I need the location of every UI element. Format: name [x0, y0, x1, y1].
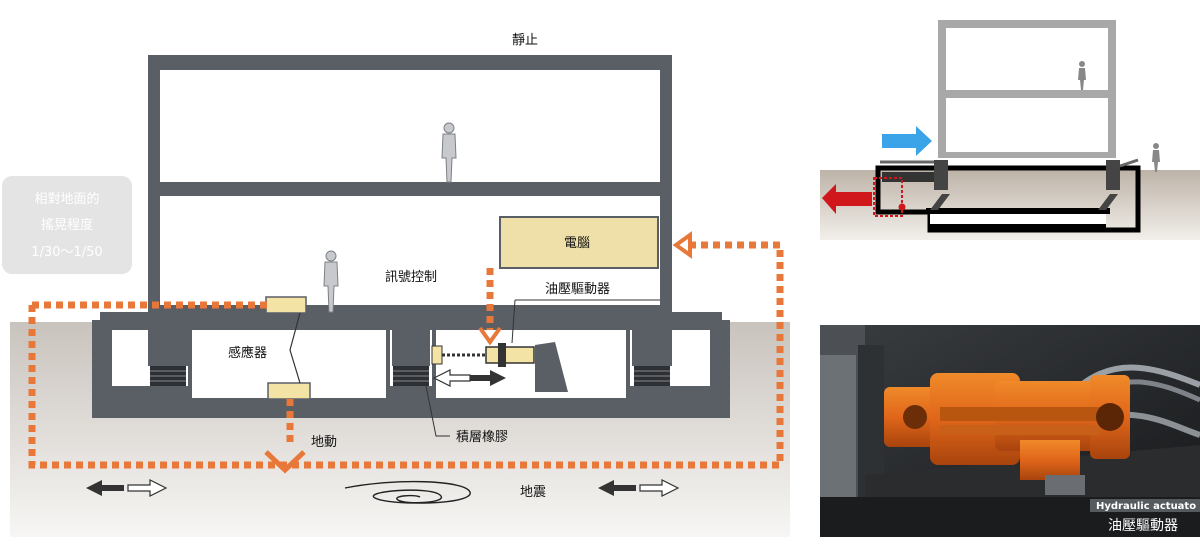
motion-arrow-right-solid	[470, 370, 506, 386]
sway-note-line3: 1/30～1/50	[31, 245, 102, 260]
sensor-lower	[267, 382, 311, 400]
mini-red-arrow	[822, 184, 872, 214]
rubber-bearing-left	[150, 366, 186, 386]
label-computer: 電腦	[564, 236, 590, 251]
mini-blue-arrow	[882, 126, 932, 156]
mini-sensor-dot	[898, 203, 906, 211]
label-signal-control: 訊號控制	[385, 270, 437, 285]
label-sensor: 感應器	[228, 345, 267, 361]
mini-bearing-right	[1106, 160, 1120, 190]
signal-path	[28, 241, 784, 469]
ground-arrow-right-outline-2	[639, 479, 680, 497]
ground-arrow-right-outline	[127, 479, 168, 497]
mini-diagram	[820, 20, 1200, 240]
sensor-upper	[265, 296, 307, 314]
reaction-wall	[535, 342, 568, 392]
ground-arrow-left-solid-2	[598, 480, 636, 496]
mini-signal-box	[873, 177, 903, 217]
sway-note-line2: 搖晃程度	[41, 217, 93, 233]
main-diagram: 靜止 相對地面的 搖晃程度 1/30～1/50 訊號控制 電腦 油壓驅動器 感應…	[2, 33, 790, 537]
hydraulic-actuator	[431, 299, 660, 367]
sway-note-line1: 相對地面的	[34, 191, 99, 207]
photo-actuator-body	[884, 373, 1130, 495]
person-lower-icon	[323, 250, 339, 313]
label-actuator: 油壓驅動器	[545, 282, 610, 297]
mini-actuator	[882, 172, 934, 182]
rubber-bearing-center	[393, 366, 429, 386]
mini-person-outside-icon	[1152, 143, 1160, 172]
label-earthquake: 地震	[520, 485, 546, 500]
mini-building	[938, 20, 1116, 158]
computer-box	[499, 216, 659, 269]
mini-bearing-left	[934, 160, 948, 190]
actuator-photo: Hydraulic actuato 油壓驅動器	[820, 325, 1200, 537]
rubber-bearing-right	[634, 366, 670, 386]
sensor-link-line	[289, 312, 301, 384]
mini-person-inside-icon	[1078, 61, 1086, 90]
sway-note-box	[2, 176, 132, 274]
person-upper-icon	[441, 122, 457, 183]
caption-chinese: 油壓驅動器	[1108, 518, 1178, 534]
label-still: 靜止	[512, 33, 538, 48]
caption-english: Hydraulic actuato	[1096, 501, 1196, 512]
earthquake-spiral-icon	[344, 480, 471, 504]
label-laminated-rubber: 積層橡膠	[456, 430, 508, 445]
building-frame	[148, 55, 672, 318]
label-ground-motion: 地動	[311, 435, 337, 450]
signal-arrow-to-actuator	[478, 326, 502, 346]
signal-arrow-to-computer	[672, 231, 692, 259]
signal-arrow-ground	[264, 450, 306, 474]
ground-arrow-left-solid	[86, 480, 124, 496]
rubber-leader-line	[425, 385, 450, 437]
